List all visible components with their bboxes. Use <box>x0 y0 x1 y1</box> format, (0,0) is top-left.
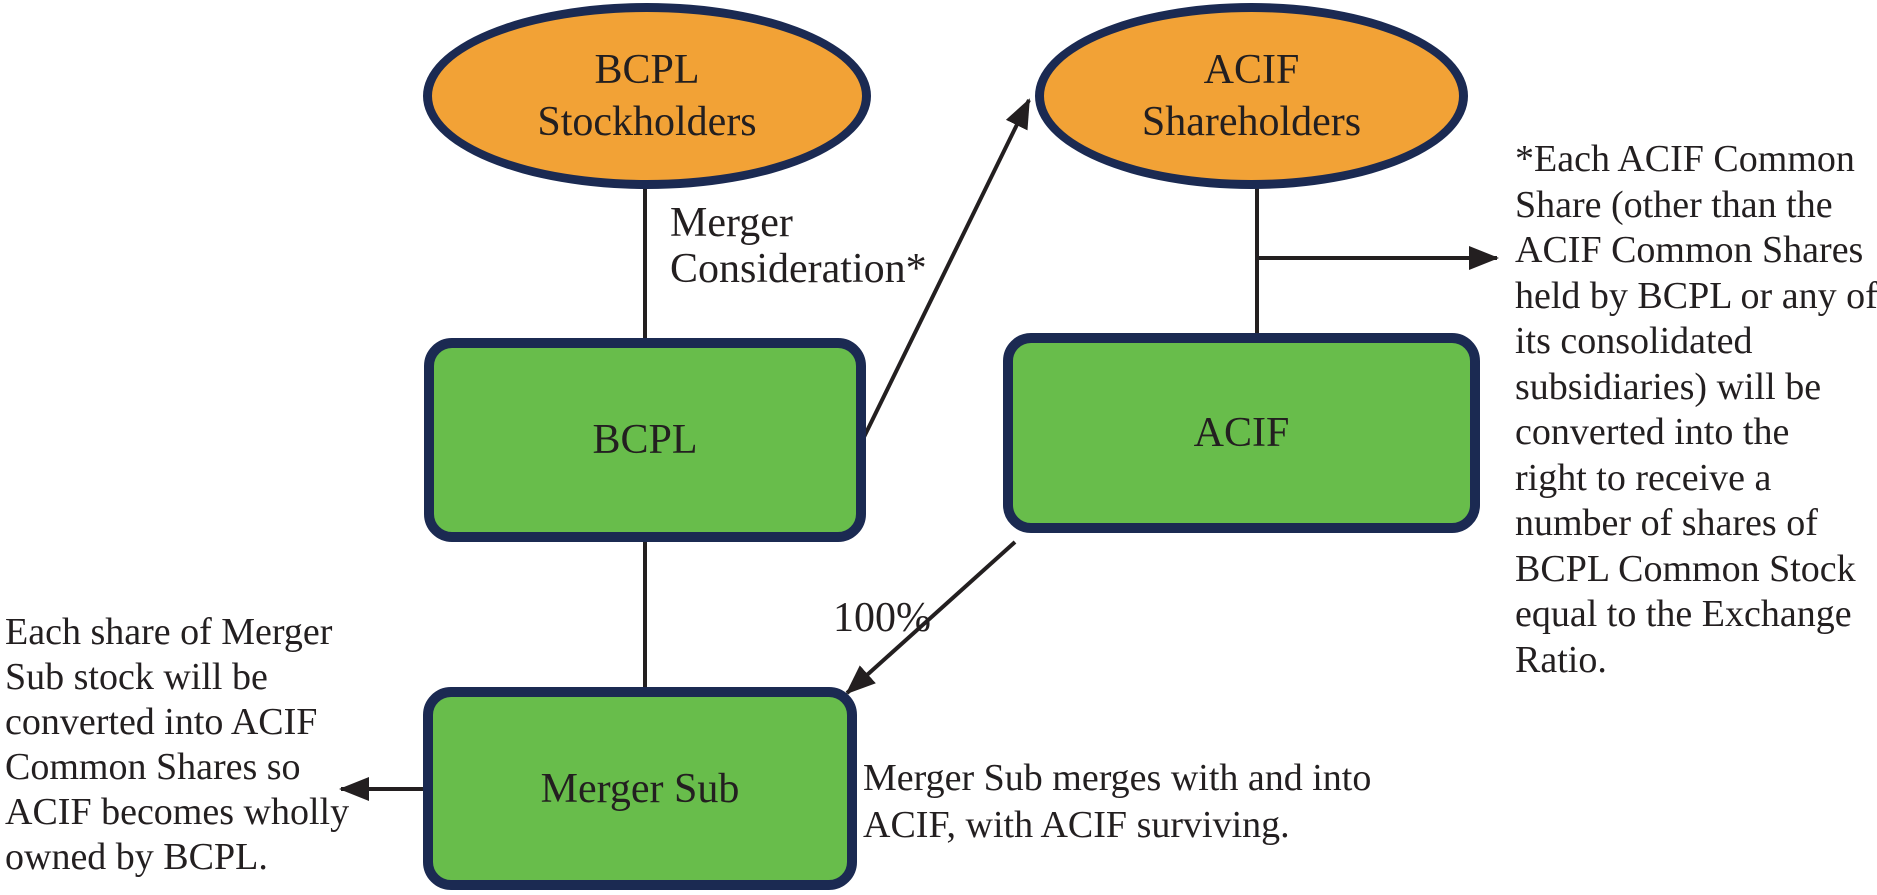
node-bcpl-label: BCPL <box>592 417 698 463</box>
label-merger-consideration: Merger Consideration* <box>670 200 927 292</box>
note-merger-sub-merges: Merger Sub merges with and into ACIF, wi… <box>863 757 1372 846</box>
node-acif: ACIF <box>1003 333 1480 533</box>
node-bcpl-stockholders: BCPL Stockholders <box>423 3 871 189</box>
note-merger-sub-conversion: Each share of Merger Sub stock will be c… <box>5 611 350 878</box>
label-100-percent: 100% <box>833 595 931 641</box>
node-acif-shareholders: ACIF Shareholders <box>1035 3 1468 189</box>
node-bcpl-stockholders-label: BCPL Stockholders <box>537 47 757 145</box>
node-merger-sub: Merger Sub <box>423 687 857 890</box>
node-merger-sub-label: Merger Sub <box>540 765 740 812</box>
note-exchange-ratio: *Each ACIF Common Share (other than the … <box>1515 138 1877 681</box>
node-bcpl: BCPL <box>424 338 866 542</box>
edge-acif-to-merger-sub-100pct-arrow <box>845 540 1017 695</box>
node-acif-shareholders-label: ACIF Shareholders <box>1141 47 1362 145</box>
node-acif-label: ACIF <box>1193 410 1290 456</box>
edge-bcpl-to-acif-shareholders-arrow <box>862 98 1031 438</box>
